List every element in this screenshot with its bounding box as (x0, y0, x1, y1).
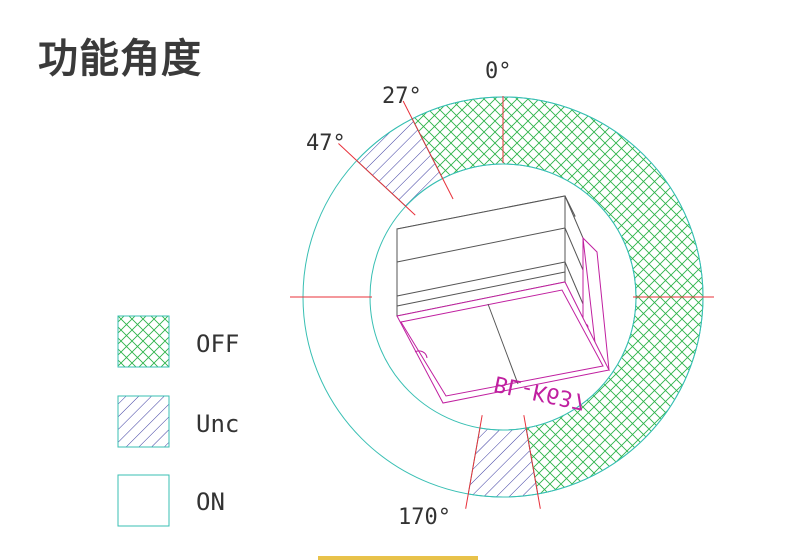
legend: OFF Unc ON (117, 315, 239, 527)
angle-label-47: 47° (306, 131, 346, 156)
bottom-accent-bar (318, 556, 478, 560)
marker-47-line (338, 143, 416, 216)
marker-170-right-line (523, 415, 541, 509)
unc-sector-bottom (467, 427, 539, 498)
angle-label-27: 27° (382, 84, 422, 109)
angle-label-0: 0° (485, 59, 512, 84)
legend-on-label: ON (196, 488, 225, 516)
legend-on-swatch (117, 474, 170, 527)
marker-27-line (402, 100, 454, 200)
angle-label-170: 170° (398, 505, 451, 530)
legend-unc-swatch (117, 395, 170, 448)
legend-off-swatch (117, 315, 170, 368)
angle-marker-lines (290, 96, 714, 509)
legend-off-label: OFF (196, 330, 239, 358)
legend-unc-label: Unc (196, 410, 239, 438)
marker-170-left-line (465, 415, 483, 509)
page-title: 功能角度 (38, 36, 202, 82)
component-drawing: BL-K637 (396, 195, 610, 414)
